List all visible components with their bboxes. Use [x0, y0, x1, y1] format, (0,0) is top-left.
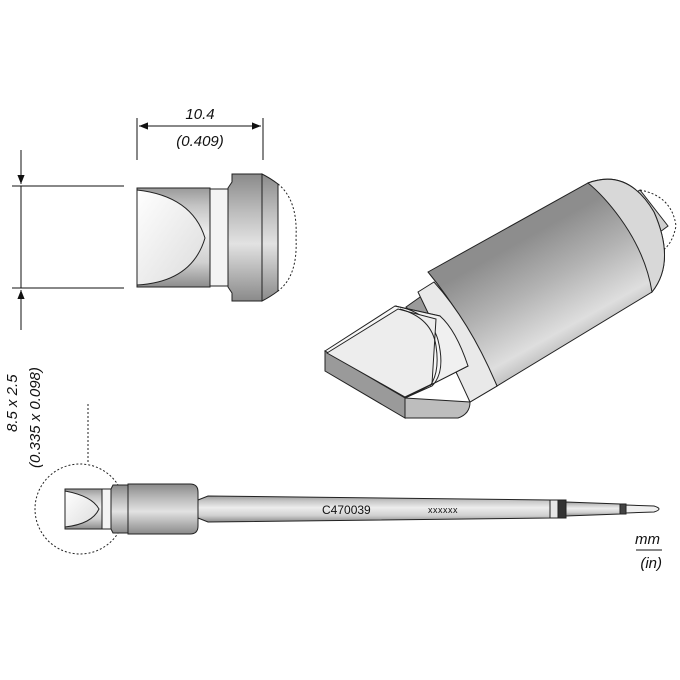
serial-marking: xxxxxx — [428, 505, 458, 515]
cylinder-end-rim — [587, 178, 665, 294]
mini-blade-concave — [64, 490, 100, 528]
blade-concave-face — [136, 189, 206, 286]
unit-metric: mm — [635, 531, 660, 548]
length-in-label: (0.409) — [176, 133, 224, 150]
shaft — [197, 495, 551, 523]
blade-dimension: 8.5 x 2.5 (0.335 x 0.098) — [4, 150, 124, 468]
end-dome — [261, 173, 279, 302]
heater-body — [127, 483, 199, 535]
neck-band — [209, 188, 229, 287]
blade-in-label: (0.335 x 0.098) — [27, 367, 44, 468]
tip-isometric-view — [324, 178, 677, 419]
mini-collar — [110, 484, 129, 534]
tail — [565, 501, 621, 517]
blade-flat-bevel — [399, 308, 438, 387]
length-mm-label: 10.4 — [185, 106, 214, 123]
part-number: C470039 — [322, 503, 371, 517]
units-legend: mm (in) — [635, 531, 662, 572]
mini-band — [101, 488, 112, 530]
blade-mm-label: 8.5 x 2.5 — [4, 374, 21, 432]
unit-imperial: (in) — [640, 555, 662, 572]
full-length-tip: C470039 xxxxxx — [34, 404, 660, 555]
blade-side — [404, 397, 471, 419]
tail-ring — [619, 503, 627, 515]
length-dimension: 10.4 (0.409) — [136, 106, 264, 160]
sensor-band — [557, 499, 567, 519]
tail-tip — [625, 504, 660, 514]
continuation-dashed — [277, 183, 297, 292]
connector-dashed — [639, 189, 677, 253]
collar — [227, 173, 263, 302]
shaft-end — [549, 499, 559, 519]
blade-flat — [326, 308, 437, 398]
tip-side-view — [136, 173, 297, 302]
